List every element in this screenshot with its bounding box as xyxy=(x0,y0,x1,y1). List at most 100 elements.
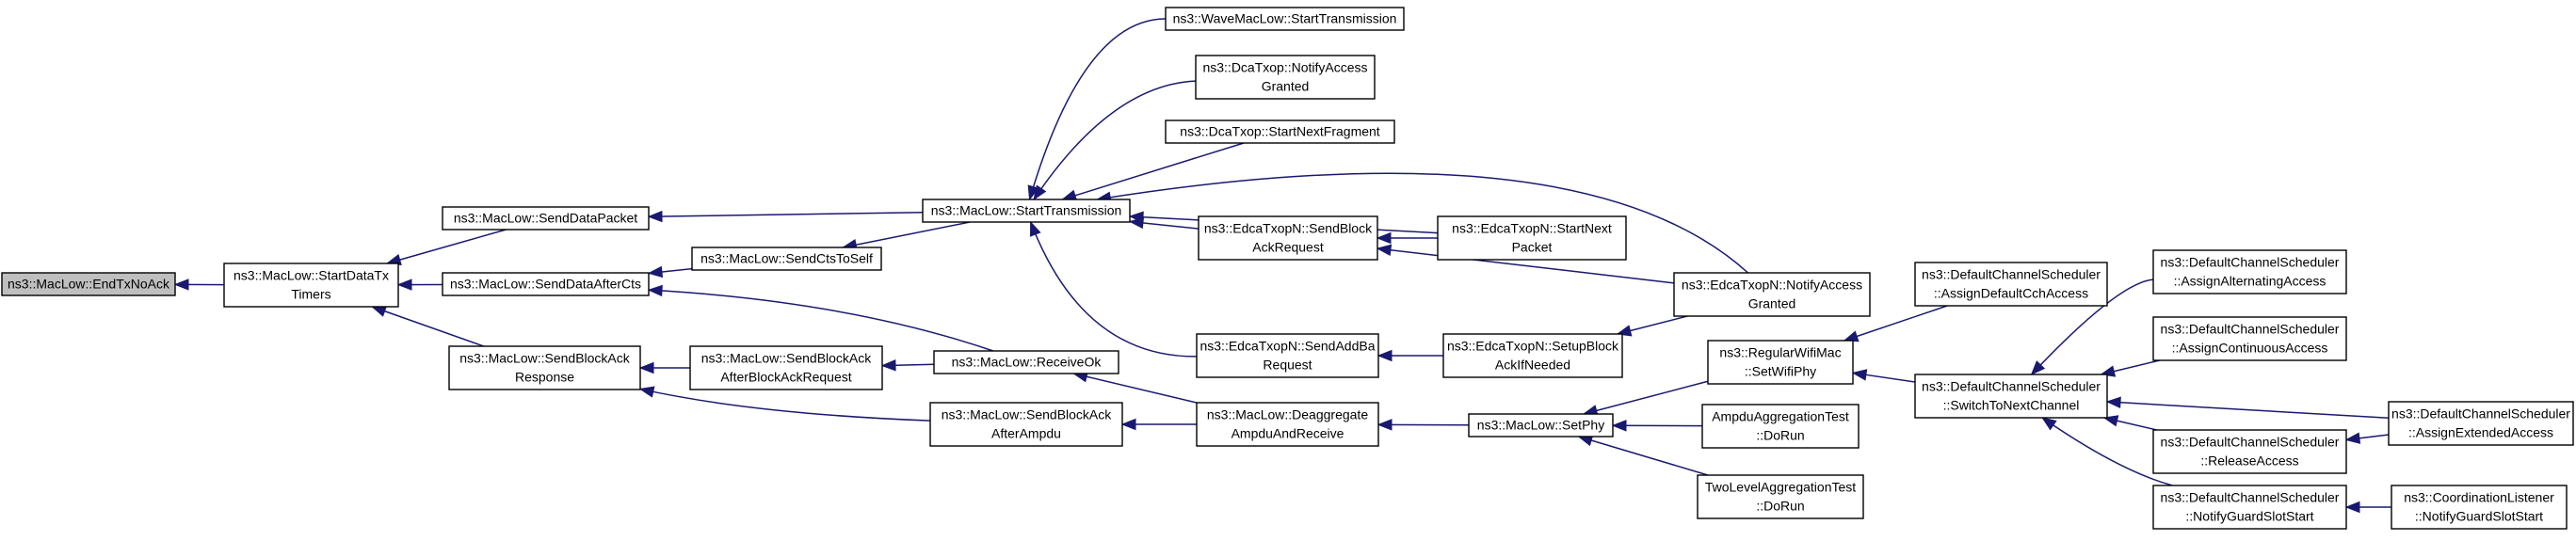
node-label-dcs_assign_default_cch_access-line-1: ::AssignDefaultCchAccess xyxy=(1934,285,2088,300)
node-send_block_ack_after_block_ack_request[interactable]: ns3::MacLow::SendBlockAckAfterBlockAckRe… xyxy=(689,345,883,390)
node-box-dca_start_next_fragment[interactable] xyxy=(1165,119,1395,144)
node-label-dcs_assign_alternating_access-line-1: ::AssignAlternatingAccess xyxy=(2174,273,2326,288)
node-label-end_tx_noack-line-0: ns3::MacLow::EndTxNoAck xyxy=(8,276,170,291)
node-dcs_assign_default_cch_access[interactable]: ns3::DefaultChannelScheduler::AssignDefa… xyxy=(1914,262,2108,307)
node-box-edca_send_block_ack_request[interactable] xyxy=(1198,215,1378,261)
node-box-regular_wifi_mac_set_wifi_phy[interactable] xyxy=(1707,340,1854,385)
node-label-deaggregate_ampdu_and_receive-line-0: ns3::MacLow::Deaggregate xyxy=(1207,406,1368,422)
edge-dca_start_next_fragment-to-start_transmission xyxy=(1062,142,1245,200)
node-box-send_block_ack_after_ampdu[interactable] xyxy=(929,402,1123,447)
node-box-dcs_assign_extended_access[interactable] xyxy=(2388,401,2574,446)
node-send_data_packet[interactable]: ns3::MacLow::SendDataPacket xyxy=(442,206,650,231)
node-dca_start_next_fragment[interactable]: ns3::DcaTxop::StartNextFragment xyxy=(1165,119,1395,144)
node-box-wave_start_transmission[interactable] xyxy=(1165,7,1405,31)
node-send_data_after_cts[interactable]: ns3::MacLow::SendDataAfterCts xyxy=(442,272,650,296)
node-dcs_assign_continuous_access[interactable]: ns3::DefaultChannelScheduler::AssignCont… xyxy=(2152,316,2347,361)
node-dcs_notify_guard_slot_start[interactable]: ns3::DefaultChannelScheduler::NotifyGuar… xyxy=(2152,485,2347,530)
node-start_transmission[interactable]: ns3::MacLow::StartTransmission xyxy=(922,199,1131,223)
node-dcs_assign_alternating_access[interactable]: ns3::DefaultChannelScheduler::AssignAlte… xyxy=(2152,249,2347,294)
node-box-edca_send_add_ba_request[interactable] xyxy=(1196,333,1379,378)
node-box-dcs_assign_alternating_access[interactable] xyxy=(2152,249,2347,294)
node-regular_wifi_mac_set_wifi_phy[interactable]: ns3::RegularWifiMac::SetWifiPhy xyxy=(1707,340,1854,385)
node-label-start_data_tx_timers-line-1: Timers xyxy=(291,286,330,301)
node-label-dcs_switch_to_next_channel-line-1: ::SwitchToNextChannel xyxy=(1943,397,2080,412)
node-box-edca_setup_block_ack_if_needed[interactable] xyxy=(1442,333,1623,378)
node-box-edca_notify_access_granted[interactable] xyxy=(1673,272,1871,317)
node-label-send_data_packet-line-0: ns3::MacLow::SendDataPacket xyxy=(454,210,637,225)
arrowhead-edca_notify_access_granted-to-edca_setup_block_ack_if_needed xyxy=(1616,325,1633,337)
edge-deaggregate_ampdu_and_receive-to-receive_ok xyxy=(1073,373,1198,404)
node-box-dcs_notify_guard_slot_start[interactable] xyxy=(2152,485,2347,530)
node-label-receive_ok-line-0: ns3::MacLow::ReceiveOk xyxy=(952,354,1103,369)
node-label-coordination_listener_notify_guard_slot_start-line-1: ::NotifyGuardSlotStart xyxy=(2415,508,2543,523)
node-box-send_block_ack_response[interactable] xyxy=(448,345,641,390)
node-dcs_assign_extended_access[interactable]: ns3::DefaultChannelScheduler::AssignExte… xyxy=(2388,401,2574,446)
node-set_phy[interactable]: ns3::MacLow::SetPhy xyxy=(1468,413,1614,438)
node-end_tx_noack[interactable]: ns3::MacLow::EndTxNoAck xyxy=(1,272,176,296)
arrowhead-send_block_ack_after_block_ack_request-to-send_block_ack_response xyxy=(638,361,654,374)
arrowhead-set_phy-to-deaggregate_ampdu_and_receive xyxy=(1377,419,1393,431)
node-label-edca_start_next_packet-line-0: ns3::EdcaTxopN::StartNext xyxy=(1452,220,1612,235)
node-dcs_switch_to_next_channel[interactable]: ns3::DefaultChannelScheduler::SwitchToNe… xyxy=(1914,374,2108,419)
node-label-dcs_release_access-line-1: ::ReleaseAccess xyxy=(2200,453,2298,468)
node-box-end_tx_noack[interactable] xyxy=(1,272,176,296)
node-label-start_transmission-line-0: ns3::MacLow::StartTransmission xyxy=(931,202,1122,217)
node-box-coordination_listener_notify_guard_slot_start[interactable] xyxy=(2391,485,2568,530)
node-box-dca_notify_access_granted[interactable] xyxy=(1195,55,1376,100)
node-box-start_data_tx_timers[interactable] xyxy=(223,263,399,308)
node-label-wave_start_transmission-line-0: ns3::WaveMacLow::StartTransmission xyxy=(1173,10,1397,25)
node-label-edca_send_add_ba_request-line-1: Request xyxy=(1263,357,1312,372)
node-label-dca_notify_access_granted-line-0: ns3::DcaTxop::NotifyAccess xyxy=(1202,59,1367,74)
node-box-send_cts_to_self[interactable] xyxy=(691,247,882,271)
node-coordination_listener_notify_guard_slot_start[interactable]: ns3::CoordinationListener::NotifyGuardSl… xyxy=(2391,485,2568,530)
node-label-edca_send_block_ack_request-line-1: AckRequest xyxy=(1252,239,1324,254)
node-box-edca_start_next_packet[interactable] xyxy=(1437,215,1627,261)
node-label-send_block_ack_after_block_ack_request-line-1: AfterBlockAckRequest xyxy=(720,369,851,384)
edge-edca_notify_access_granted-to-start_transmission xyxy=(1097,172,1749,274)
nodes-layer: ns3::MacLow::EndTxNoAck ns3::MacLow::Star… xyxy=(1,7,2574,530)
node-box-send_data_packet[interactable] xyxy=(442,206,650,231)
node-box-ampdu_aggregation_test_do_run[interactable] xyxy=(1701,404,1860,449)
node-label-dcs_assign_alternating_access-line-0: ns3::DefaultChannelScheduler xyxy=(2161,254,2340,269)
node-label-send_block_ack_response-line-1: Response xyxy=(515,369,574,384)
arrowhead-start_data_tx_timers-to-end_tx_noack xyxy=(173,278,189,291)
arrowhead-send_block_ack_after_ampdu-to-send_block_ack_response xyxy=(638,386,655,398)
node-box-two_level_aggregation_test_do_run[interactable] xyxy=(1697,474,1864,519)
node-box-dcs_release_access[interactable] xyxy=(2152,429,2347,474)
node-box-dcs_assign_default_cch_access[interactable] xyxy=(1914,262,2108,307)
node-box-receive_ok[interactable] xyxy=(933,350,1119,374)
arrowhead-dcs_assign_default_cch_access-to-regular_wifi_mac_set_wifi_phy xyxy=(1843,330,1860,342)
node-label-edca_send_block_ack_request-line-0: ns3::EdcaTxopN::SendBlock xyxy=(1204,220,1373,235)
node-box-start_transmission[interactable] xyxy=(922,199,1131,223)
node-label-edca_send_add_ba_request-line-0: ns3::EdcaTxopN::SendAddBa xyxy=(1199,338,1375,353)
node-dcs_release_access[interactable]: ns3::DefaultChannelScheduler::ReleaseAcc… xyxy=(2152,429,2347,474)
arrowhead-receive_ok-to-send_block_ack_after_block_ack_request xyxy=(880,359,896,372)
node-box-send_data_after_cts[interactable] xyxy=(442,272,650,296)
node-label-send_block_ack_after_ampdu-line-0: ns3::MacLow::SendBlockAck xyxy=(942,406,1113,422)
node-box-dcs_switch_to_next_channel[interactable] xyxy=(1914,374,2108,419)
node-label-dca_start_next_fragment-line-0: ns3::DcaTxop::StartNextFragment xyxy=(1180,123,1380,138)
edge-edca_send_add_ba_request-to-start_transmission xyxy=(1029,221,1198,358)
node-box-set_phy[interactable] xyxy=(1468,413,1614,438)
node-box-deaggregate_ampdu_and_receive[interactable] xyxy=(1196,402,1379,447)
node-send_cts_to_self[interactable]: ns3::MacLow::SendCtsToSelf xyxy=(691,247,882,271)
node-ampdu_aggregation_test_do_run[interactable]: AmpduAggregationTest::DoRun xyxy=(1701,404,1860,449)
node-label-regular_wifi_mac_set_wifi_phy-line-1: ::SetWifiPhy xyxy=(1745,363,1816,378)
node-two_level_aggregation_test_do_run[interactable]: TwoLevelAggregationTest::DoRun xyxy=(1697,474,1864,519)
node-label-send_data_after_cts-line-0: ns3::MacLow::SendDataAfterCts xyxy=(450,276,641,291)
node-box-send_block_ack_after_block_ack_request[interactable] xyxy=(689,345,883,390)
node-wave_start_transmission[interactable]: ns3::WaveMacLow::StartTransmission xyxy=(1165,7,1405,31)
node-box-dcs_assign_continuous_access[interactable] xyxy=(2152,316,2347,361)
node-receive_ok[interactable]: ns3::MacLow::ReceiveOk xyxy=(933,350,1119,374)
